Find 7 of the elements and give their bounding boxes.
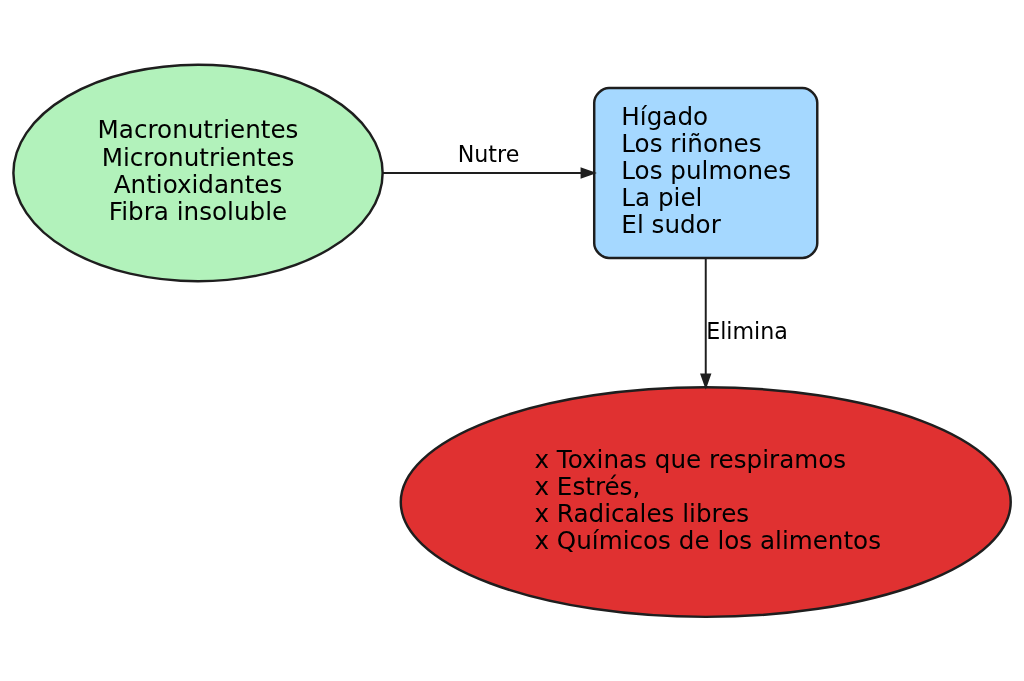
arrow — [700, 256, 712, 390]
node-ellipse: x Toxinas que respiramos x Estrés, x Radicales libres x Químicos de los alimentos — [399, 385, 1012, 618]
edge-label: Elimina — [706, 317, 788, 344]
node-box: Hígado Los riñones Los pulmones La piel El sudor — [593, 86, 819, 259]
edge-label: Nutre — [457, 140, 520, 167]
arrow — [381, 166, 597, 179]
node-ellipse: Macronutrientes Micronutrientes Antioxidantes Fibra insoluble — [12, 63, 384, 282]
